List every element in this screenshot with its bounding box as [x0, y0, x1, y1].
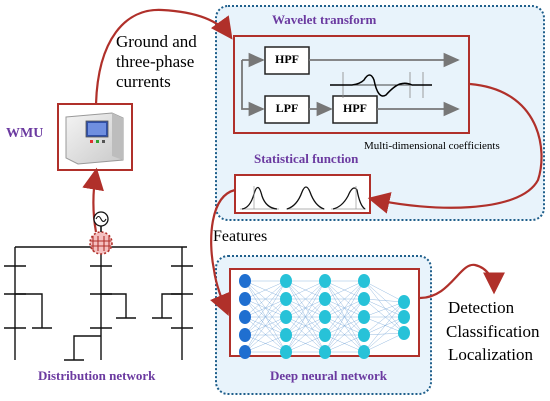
- output-classification: Classification: [446, 322, 540, 341]
- dnn-connection: [363, 280, 405, 334]
- dnn-title: Deep neural network: [270, 368, 387, 383]
- wavelet-title: Wavelet transform: [272, 12, 377, 27]
- dnn-connection: [363, 301, 405, 336]
- dnn-connection: [324, 280, 365, 318]
- dnn-neuron: [358, 328, 370, 342]
- dnn-neuron: [319, 345, 331, 359]
- dnn-connection: [324, 298, 365, 336]
- dnn-connection: [285, 298, 326, 353]
- ac-source-icon: [93, 211, 109, 232]
- ground-currents-line1: Ground and: [116, 32, 197, 51]
- dnn-neuron: [280, 345, 292, 359]
- dnn-connection: [244, 298, 287, 353]
- dnn-neuron: [239, 345, 251, 359]
- dnn-connection: [244, 280, 287, 318]
- dnn-connection: [285, 316, 326, 336]
- dnn-neuron: [319, 292, 331, 306]
- dnn-connection: [244, 334, 287, 353]
- dnn-connection: [324, 316, 365, 336]
- dnn-neuron: [319, 310, 331, 324]
- dnn-neuron: [319, 328, 331, 342]
- dnn-neuron: [358, 274, 370, 288]
- dnn-connection: [285, 280, 326, 353]
- dnn-neuron: [358, 292, 370, 306]
- dnn-neuron: [239, 310, 251, 324]
- wmu-label: WMU: [6, 126, 44, 141]
- ground-currents-line3: currents: [116, 72, 171, 91]
- hpf-bottom-label: HPF: [343, 101, 367, 115]
- lpf-label: LPF: [275, 101, 299, 115]
- multi-coefficients-label: Multi-dimensional coefficients: [364, 140, 500, 152]
- wavelet-signal-plot: [330, 72, 432, 98]
- wavelet-inner-box: [233, 35, 470, 134]
- dnn-connection: [363, 332, 405, 353]
- measurement-point-highlight: [89, 231, 113, 255]
- current-sensors: [91, 236, 111, 251]
- dnn-connection: [363, 301, 405, 353]
- distribution-network-diagram: [4, 226, 193, 361]
- dnn-neuron: [398, 326, 410, 340]
- dnn-connection: [285, 316, 326, 353]
- dnn-connection: [285, 280, 326, 318]
- dnn-connection: [324, 280, 365, 300]
- dnn-connection: [363, 316, 405, 353]
- dnn-neuron: [398, 310, 410, 324]
- hpf-bottom-box: [332, 95, 378, 124]
- dnn-connection: [363, 316, 405, 336]
- dnn-neuron: [280, 328, 292, 342]
- dnn-connection: [244, 316, 287, 353]
- dnn-neuron: [358, 345, 370, 359]
- dnn-connection: [285, 298, 326, 336]
- lpf-box: [264, 95, 310, 124]
- dnn-connection: [285, 334, 326, 353]
- ground-currents-line2: three-phase: [116, 52, 195, 71]
- dnn-neuron: [319, 274, 331, 288]
- flow-arrows: [82, 8, 543, 317]
- dnn-neuron: [358, 310, 370, 324]
- output-detection: Detection: [448, 298, 515, 317]
- dnn-connection: [363, 301, 405, 318]
- dnn-connection: [324, 280, 365, 353]
- dnn-neuron: [239, 274, 251, 288]
- distribution-network-label: Distribution network: [38, 368, 156, 383]
- dnn-connection: [363, 332, 405, 336]
- dnn-connection: [324, 316, 365, 353]
- hpf-top-box: [264, 46, 310, 75]
- dnn-neuron: [239, 328, 251, 342]
- dnn-connection: [324, 298, 365, 353]
- dnn-connection: [244, 280, 287, 353]
- dnn-connection: [363, 280, 405, 303]
- dnn-neuron: [280, 274, 292, 288]
- dnn-connection: [363, 316, 405, 334]
- output-localization: Localization: [448, 345, 533, 364]
- monitoring-unit-icon: [65, 112, 124, 165]
- features-label: Features: [213, 228, 268, 245]
- dnn-connection: [363, 298, 405, 334]
- dnn-connection: [363, 298, 405, 303]
- dnn-connections: [244, 280, 405, 353]
- statistical-box: [234, 174, 371, 214]
- dnn-connection: [244, 280, 287, 300]
- dnn-connection: [285, 280, 326, 336]
- dnn-connection: [363, 298, 405, 318]
- dnn-connection: [363, 280, 405, 318]
- dnn-neuron: [280, 310, 292, 324]
- dnn-connection: [244, 280, 287, 336]
- dnn-neuron: [398, 295, 410, 309]
- dnn-neurons: [239, 274, 410, 359]
- wavelet-arrows: [241, 52, 460, 117]
- dnn-connection: [285, 280, 326, 300]
- distribution-curves: [240, 186, 366, 210]
- dnn-neuron: [239, 292, 251, 306]
- dnn-connection: [324, 280, 365, 336]
- dnn-connection: [244, 316, 287, 336]
- dnn-neuron: [280, 292, 292, 306]
- hpf-top-label: HPF: [275, 52, 299, 66]
- dnn-connection: [324, 334, 365, 353]
- dnn-connection: [244, 298, 287, 336]
- statistical-title: Statistical function: [254, 151, 359, 166]
